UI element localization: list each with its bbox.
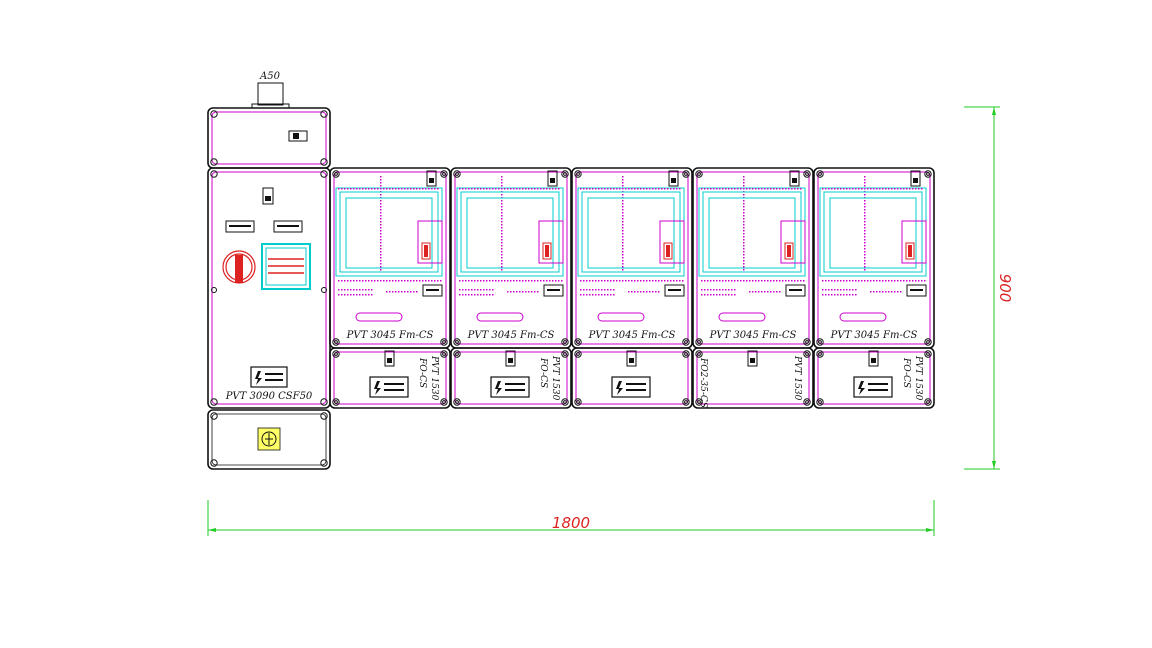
gland-label: A50 <box>259 71 281 82</box>
lower-box-type-label: PVT 1530 <box>429 355 439 401</box>
lower-box-code-label: FO2-35-CS <box>698 357 708 408</box>
top-cable-gland: A50 <box>251 71 290 109</box>
lower-box-type-label: PVT 1530 <box>550 355 560 401</box>
meter-module-label: PVT 3045 Fm-CS <box>588 330 676 341</box>
lower-box-type-label: PVT 1530 <box>913 355 923 401</box>
meter-module-label: PVT 3045 Fm-CS <box>709 330 797 341</box>
bottom-box <box>207 409 331 470</box>
lower-box-type-label: PVT 1530 <box>792 355 802 401</box>
meter-module-label: PVT 3045 Fm-CS <box>830 330 918 341</box>
height-dimension-label: 900 <box>996 274 1014 303</box>
lower-box-code-label: FO-CS <box>901 357 911 388</box>
top-box <box>207 107 331 169</box>
main-cabinet-label: PVT 3090 CSF50 <box>225 391 313 402</box>
meter-module: PVT 3045 Fm-CS <box>571 167 693 409</box>
meter-module-label: PVT 3045 Fm-CS <box>346 330 434 341</box>
height-dimension: 900 <box>964 106 1014 470</box>
meter-module-label: PVT 3045 Fm-CS <box>467 330 555 341</box>
lower-box-code-label: FO-CS <box>538 357 548 388</box>
lower-box-code-label: FO-CS <box>417 357 427 388</box>
meter-module: PVT 3045 Fm-CS PVT 1530 FO2-35-CS <box>692 167 814 409</box>
width-dimension: 1800 <box>207 500 935 536</box>
width-dimension-label: 1800 <box>552 514 590 532</box>
main-cabinet: PVT 3090 CSF50 <box>207 167 331 409</box>
